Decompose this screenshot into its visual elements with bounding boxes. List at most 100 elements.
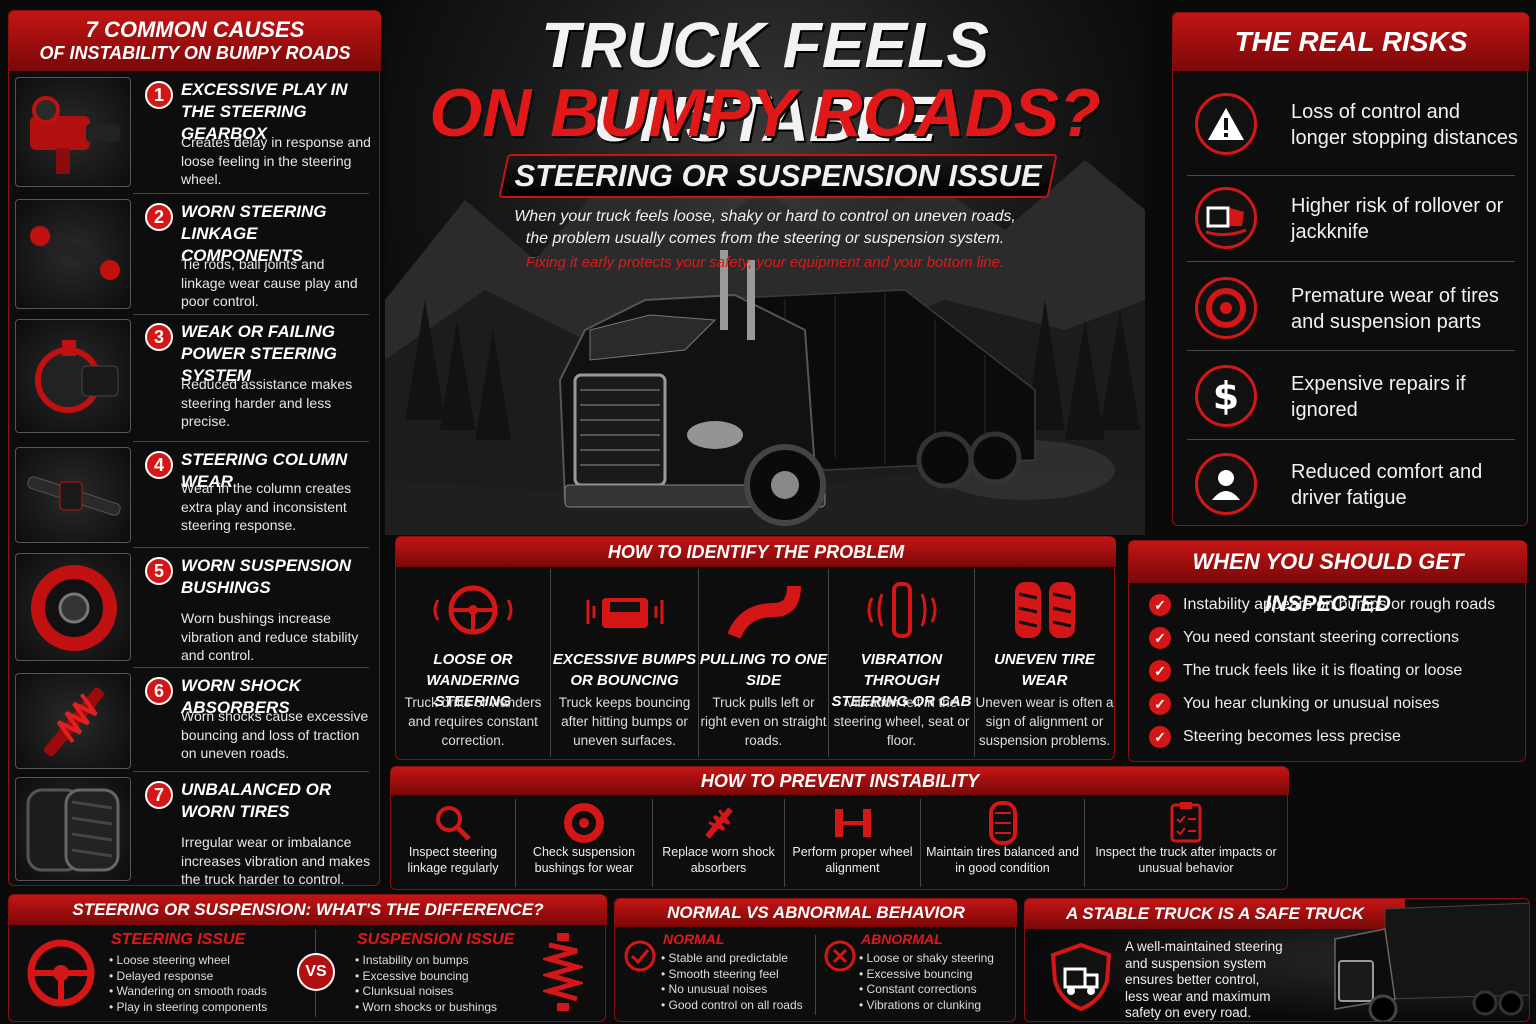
cause-title: STEERING COLUMN WEAR <box>181 450 348 491</box>
list-item: • Good control on all roads <box>661 997 803 1012</box>
inspection-item: ✓You need constant steering corrections <box>1149 623 1459 653</box>
intro-line2: the problem usually comes from the steer… <box>525 230 1005 247</box>
inspection-item: ✓Instability appears on bumps or rough r… <box>1149 590 1495 620</box>
divider <box>133 771 369 772</box>
bushing-icon <box>15 553 131 661</box>
identify-description: Truck pulls left or right even on straig… <box>700 695 827 748</box>
identify-item: LOOSE OR WANDERING STEERING Truck drifts… <box>396 569 551 757</box>
list-item: • Excessive bouncing <box>355 968 469 983</box>
prevent-panel: HOW TO PREVENT INSTABILITY Inspect steer… <box>390 766 1289 890</box>
difference-panel: STEERING OR SUSPENSION: WHAT'S THE DIFFE… <box>8 894 607 1022</box>
difference-heading: STEERING OR SUSPENSION: WHAT'S THE DIFFE… <box>9 895 607 925</box>
identify-title: PULLING TO ONE SIDE <box>699 651 828 689</box>
prevent-text: Replace worn shock absorbers <box>662 845 775 875</box>
divider <box>1187 350 1515 351</box>
cause-title: WORN STEERING LINKAGE COMPONENTS <box>181 202 327 265</box>
steering-wheel-icon <box>23 935 99 1011</box>
cause-item: 1 EXCESSIVE PLAY IN THE STEERING GEARBOX… <box>15 77 375 191</box>
tire-icon <box>921 801 1084 845</box>
risk-text: Reduced comfort and driver fatigue <box>1291 461 1483 509</box>
cause-title: WORN SUSPENSION BUSHINGS <box>181 556 352 597</box>
steering-column-icon <box>15 447 131 543</box>
prevent-text: Maintain tires balanced and in good cond… <box>926 845 1079 875</box>
cause-description: Creates delay in response and loose feel… <box>181 134 371 187</box>
risk-item: $ Expensive repairs if ignored <box>1187 353 1515 439</box>
tie-rod-icon <box>15 199 131 309</box>
risk-text: Expensive repairs if ignored <box>1291 373 1466 421</box>
identify-description: Vibration felt in the steering wheel, se… <box>833 695 970 748</box>
steering-issue-list: • Loose steering wheel • Delayed respons… <box>109 953 299 1015</box>
list-item: • Worn shocks or bushings <box>355 999 498 1014</box>
subtitle: STEERING OR SUSPENSION ISSUE <box>514 158 1042 193</box>
inspection-panel: WHEN YOU SHOULD GET INSPECTED ✓Instabili… <box>1128 540 1527 762</box>
causes-panel: 7 COMMON CAUSES OF INSTABILITY ON BUMPY … <box>8 10 381 887</box>
list-item: • Loose steering wheel <box>109 953 230 967</box>
risk-item: Loss of control and longer stopping dist… <box>1187 81 1518 167</box>
hero-section: TRUCK FEELS UNSTABLE ON BUMPY ROADS? STE… <box>385 0 1145 535</box>
divider <box>133 193 369 194</box>
inspection-text: Steering becomes less precise <box>1183 728 1401 745</box>
causes-heading-line2: OF INSTABILITY ON BUMPY ROADS <box>39 43 351 63</box>
cause-description: Worn bushings increase vibration and red… <box>181 610 359 663</box>
cause-title: WEAK OR FAILING POWER STEERING SYSTEM <box>181 322 337 385</box>
mountain-road-truck-illustration <box>385 160 1145 535</box>
list-item: • No unusual noises <box>661 982 768 996</box>
steering-wheel-icon <box>396 575 550 645</box>
list-item: • Smooth steering feel <box>661 966 779 981</box>
identify-description: Truck keeps bouncing after hitting bumps… <box>558 695 691 748</box>
axle-alignment-icon <box>785 801 920 845</box>
list-item: • Instability on bumps <box>355 953 469 967</box>
identify-title: LOOSE OR WANDERING STEERING <box>426 651 520 710</box>
check-icon: ✓ <box>1149 726 1171 748</box>
prevent-text: Inspect steering linkage regularly <box>407 845 499 875</box>
identify-title: EXCESSIVE BUMPS OR BOUNCING <box>552 651 697 689</box>
page-title-line2: ON BUMPY ROADS? <box>429 75 1101 151</box>
cause-item: 7 UNBALANCED OR WORN TIRES Irregular wea… <box>15 777 375 887</box>
inspection-text: The truck feels like it is floating or l… <box>1183 662 1463 679</box>
check-icon: ✓ <box>1149 594 1171 616</box>
stable-panel: A STABLE TRUCK IS A SAFE TRUCK A well-ma… <box>1024 898 1530 1022</box>
prevent-item: Inspect steering linkage regularly <box>391 799 516 887</box>
check-icon: ✓ <box>1149 660 1171 682</box>
list-item: • Play in steering components <box>109 999 268 1014</box>
vs-badge: VS <box>297 953 335 991</box>
driver-icon <box>1195 453 1257 515</box>
divider <box>815 935 816 1015</box>
inspection-item: ✓You hear clunking or unusual noises <box>1149 689 1439 719</box>
cause-description: Worn shocks cause excessive bouncing and… <box>181 708 369 761</box>
magnifier-icon <box>391 801 515 845</box>
stable-text: A well-maintained steering and suspensio… <box>1125 939 1283 1020</box>
risk-item: Reduced comfort and driver fatigue <box>1187 441 1515 527</box>
normal-list: • Stable and predictable • Smooth steeri… <box>661 951 811 1013</box>
steering-gearbox-icon <box>15 77 131 187</box>
list-item: • Stable and predictable <box>661 951 788 965</box>
cause-number: 3 <box>145 323 173 351</box>
power-steering-pump-icon <box>15 319 131 433</box>
rollover-truck-icon <box>1195 187 1257 249</box>
identify-item: VIBRATION THROUGH STEERING OR CAB Vibrat… <box>829 569 975 757</box>
cause-number: 6 <box>145 677 173 705</box>
divider <box>133 441 369 442</box>
shield-truck-icon <box>1045 941 1117 1013</box>
cause-number: 2 <box>145 203 173 231</box>
vibration-icon <box>829 575 974 645</box>
identify-title: VIBRATION THROUGH STEERING OR CAB <box>831 651 972 710</box>
cause-item: 2 WORN STEERING LINKAGE COMPONENTS Tie r… <box>15 199 375 311</box>
inspection-heading: WHEN YOU SHOULD GET INSPECTED <box>1129 541 1527 616</box>
list-item: • Excessive bouncing <box>859 966 973 981</box>
divider <box>133 314 369 315</box>
cause-item: 5 WORN SUSPENSION BUSHINGS Worn bushings… <box>15 553 375 665</box>
risks-panel: THE REAL RISKS Loss of control and longe… <box>1172 12 1529 527</box>
identify-item: PULLING TO ONE SIDE Truck pulls left or … <box>699 569 829 757</box>
shock-absorber-icon <box>653 801 784 845</box>
curved-road-icon <box>699 575 828 645</box>
clipboard-icon <box>1085 801 1287 845</box>
behavior-heading: NORMAL VS ABNORMAL BEHAVIOR <box>615 899 1017 927</box>
shock-absorber-icon <box>15 673 131 769</box>
list-item: • Loose or shaky steering <box>859 951 994 965</box>
cause-number: 1 <box>145 81 173 109</box>
suspension-issue-title: SUSPENSION ISSUE <box>357 931 515 948</box>
cause-description: Irregular wear or imbalance increases vi… <box>181 834 371 887</box>
prevent-text: Check suspension bushings for wear <box>532 845 636 875</box>
intro-line1: When your truck feels loose, shaky or ha… <box>514 208 1016 225</box>
